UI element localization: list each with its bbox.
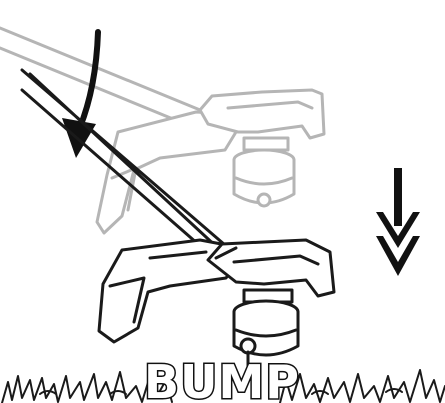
ghost-spool-icon <box>234 138 294 206</box>
bump-label: BUMP <box>144 355 300 403</box>
ghost-trimmer <box>0 28 324 233</box>
motor-housing <box>208 240 334 296</box>
double-arrowhead-down-icon <box>376 168 420 276</box>
